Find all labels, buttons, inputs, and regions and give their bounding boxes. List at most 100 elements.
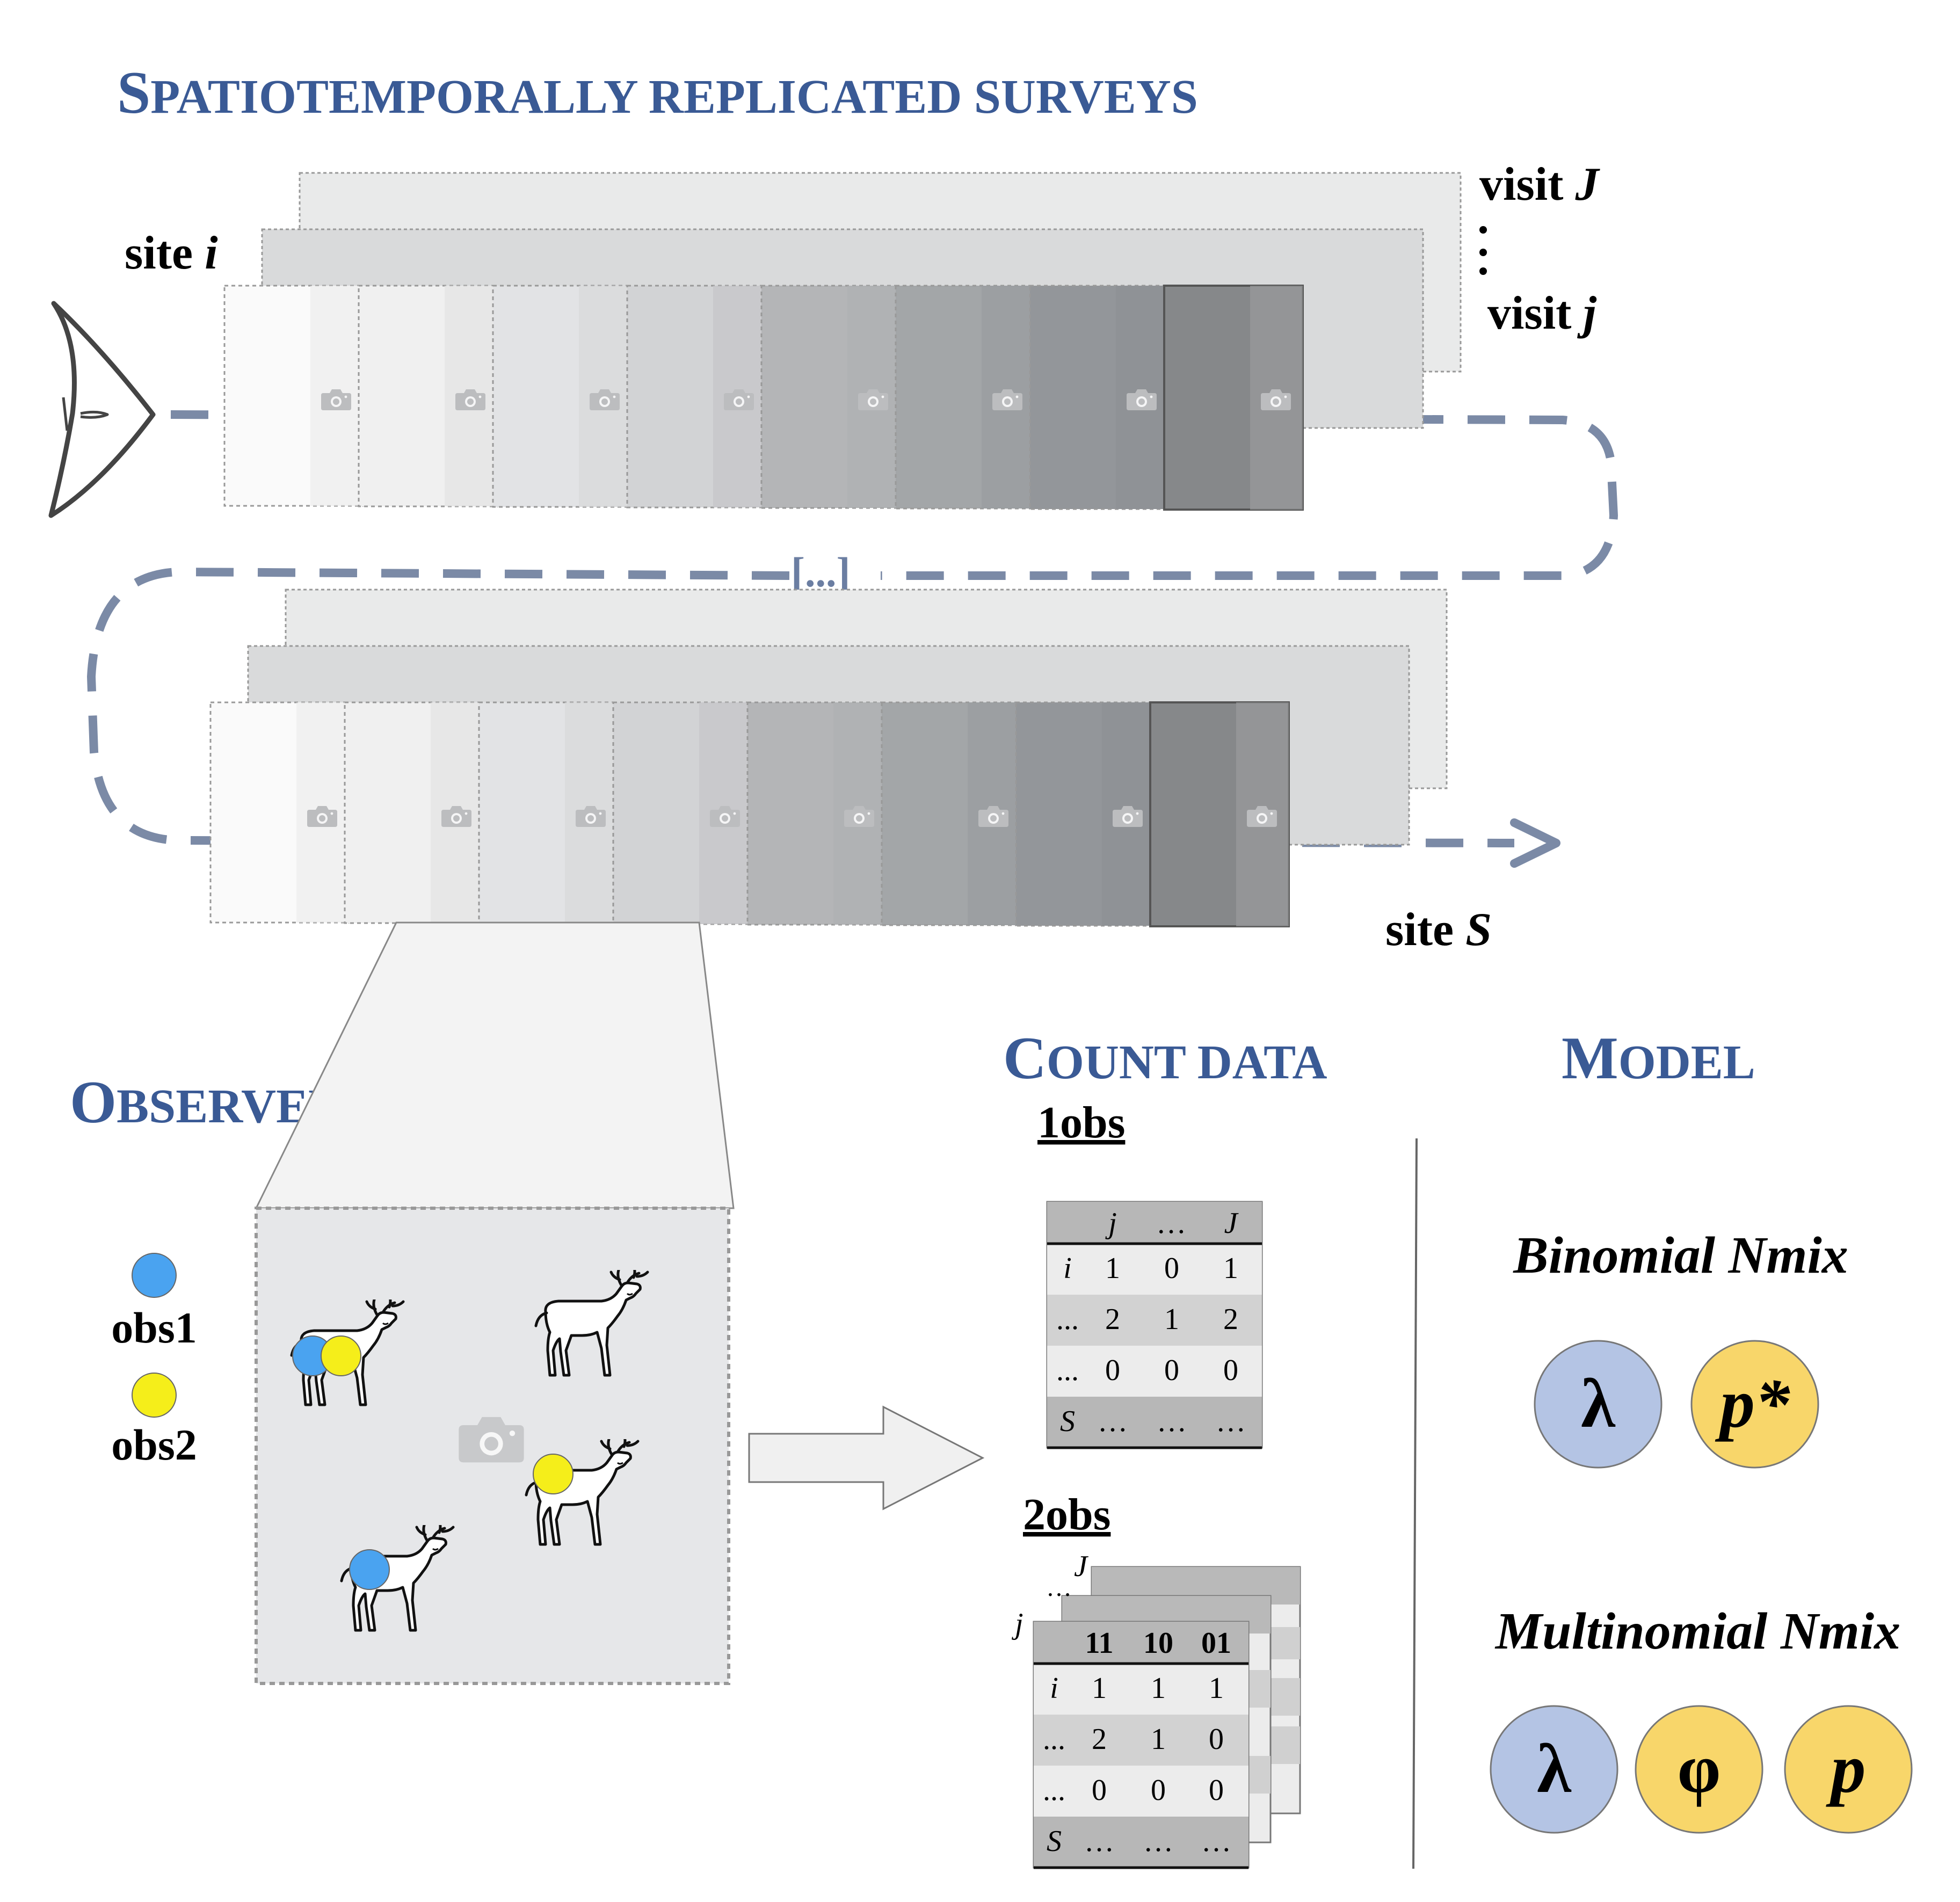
obs2-legend-dot bbox=[132, 1373, 177, 1418]
header-observer-initial: O bbox=[70, 1069, 117, 1136]
obs1-legend-dot bbox=[132, 1253, 177, 1298]
visit-J-var: J bbox=[1574, 158, 1600, 210]
table-cell: … bbox=[1143, 1825, 1173, 1858]
table-cell: 0 bbox=[1223, 1354, 1238, 1387]
path-arrowhead-icon bbox=[1510, 818, 1560, 868]
table-cell: 0 bbox=[1209, 1723, 1224, 1756]
model-param-circle bbox=[1784, 1705, 1913, 1834]
header-model-initial: M bbox=[1562, 1025, 1618, 1092]
model-param-symbol: p* bbox=[1715, 1365, 1790, 1442]
table-header-cell: … bbox=[1158, 1207, 1185, 1240]
site-i-var: i bbox=[205, 227, 218, 279]
table-cell: 0 bbox=[1164, 1354, 1179, 1387]
stack-label-j: j bbox=[1012, 1607, 1023, 1640]
header-model: MODEL bbox=[1562, 1025, 1755, 1092]
table-cell: 2 bbox=[1223, 1303, 1238, 1336]
table-cell: … bbox=[1098, 1405, 1128, 1438]
obs2-marker bbox=[533, 1454, 574, 1494]
multinomial-model-title: Multinomial Nmix bbox=[1494, 1602, 1900, 1660]
table-header-cell: 11 bbox=[1085, 1627, 1114, 1660]
table-row bbox=[1047, 1244, 1262, 1295]
table-row bbox=[1047, 1295, 1262, 1346]
header-count-rest: OUNT DATA bbox=[1047, 1036, 1327, 1089]
observation-markers bbox=[292, 1335, 574, 1590]
table-cell: ... bbox=[1043, 1774, 1065, 1807]
ellipsis-bracket: [...] bbox=[791, 549, 850, 596]
model-param-circle bbox=[1490, 1705, 1618, 1834]
one-obs-title: 1obs bbox=[1037, 1098, 1125, 1148]
section-divider bbox=[1412, 1138, 1418, 1869]
header-count-initial: C bbox=[1003, 1025, 1047, 1092]
table-row bbox=[1034, 1817, 1248, 1868]
header-model-rest: ODEL bbox=[1618, 1036, 1755, 1089]
model-param-symbol: p bbox=[1826, 1730, 1866, 1807]
table-header-cell: 01 bbox=[1201, 1627, 1231, 1660]
table-cell: 0 bbox=[1209, 1774, 1224, 1807]
table-cell: … bbox=[1084, 1825, 1114, 1858]
visit-j-label: visit j bbox=[1487, 287, 1596, 339]
table-header-bg bbox=[1047, 1202, 1262, 1244]
table-cell: 2 bbox=[1105, 1303, 1120, 1336]
stack-label-ellipsis: … bbox=[1046, 1573, 1072, 1602]
table-row bbox=[1047, 1346, 1262, 1397]
table-header-cell: 10 bbox=[1143, 1627, 1173, 1660]
obs2-label: obs2 bbox=[111, 1420, 197, 1469]
site-strips bbox=[209, 172, 1462, 927]
table-cell: 1 bbox=[1223, 1252, 1238, 1285]
binomial-params: λ p* bbox=[1534, 1340, 1819, 1469]
model-param-circle bbox=[1534, 1340, 1663, 1469]
zoom-funnel bbox=[255, 921, 735, 1209]
site-S-prefix: site bbox=[1385, 904, 1465, 956]
site-i-prefix: site bbox=[125, 227, 205, 279]
table-cell: 1 bbox=[1092, 1672, 1107, 1705]
site-S-var: S bbox=[1465, 904, 1492, 956]
obs1-marker bbox=[349, 1549, 390, 1590]
table-header-cell: J bbox=[1224, 1207, 1239, 1240]
table-cell: … bbox=[1216, 1405, 1246, 1438]
table-cell: ... bbox=[1056, 1354, 1079, 1387]
observer-legend: obs1 obs2 bbox=[111, 1253, 197, 1469]
table-cell: ... bbox=[1043, 1723, 1065, 1756]
table-cell: 1 bbox=[1164, 1303, 1179, 1336]
table-row bbox=[1034, 1766, 1248, 1817]
table-row bbox=[1034, 1715, 1248, 1766]
table-cell: i bbox=[1050, 1672, 1058, 1705]
table-cell: 2 bbox=[1092, 1723, 1107, 1756]
two-obs-title: 2obs bbox=[1023, 1490, 1110, 1540]
drone-icon bbox=[48, 301, 156, 518]
site-S-label: site S bbox=[1385, 904, 1492, 956]
table-header-cell: j bbox=[1105, 1207, 1117, 1240]
table-cell: 1 bbox=[1209, 1672, 1224, 1705]
visit-j-prefix: visit bbox=[1487, 287, 1583, 339]
model-param-symbol: λ bbox=[1537, 1730, 1572, 1807]
visit-J-prefix: visit bbox=[1479, 158, 1575, 210]
model-param-circle bbox=[1690, 1340, 1819, 1469]
table-cell: ... bbox=[1056, 1303, 1079, 1336]
table-cell: 0 bbox=[1092, 1774, 1107, 1807]
obs2-marker bbox=[321, 1335, 361, 1376]
table-cell: S bbox=[1060, 1405, 1075, 1438]
table-cell: … bbox=[1157, 1405, 1187, 1438]
table-cell: … bbox=[1201, 1825, 1231, 1858]
survey-path bbox=[86, 410, 1618, 847]
header-surveys-rest: PATIOTEMPORALLY REPLICATED SURVEYS bbox=[150, 70, 1197, 124]
table-row bbox=[1034, 1664, 1248, 1715]
visit-dots bbox=[1479, 226, 1487, 275]
table-header-bg bbox=[1034, 1622, 1248, 1664]
header-count-data: COUNT DATA bbox=[1003, 1025, 1327, 1092]
table-cell: 0 bbox=[1151, 1774, 1166, 1807]
table-cell: 0 bbox=[1164, 1252, 1179, 1285]
table-cell: 1 bbox=[1151, 1672, 1166, 1705]
table-cell: 1 bbox=[1105, 1252, 1120, 1285]
header-surveys: SPATIOTEMPORALLY REPLICATED SURVEYS bbox=[117, 60, 1198, 126]
table-cell: 1 bbox=[1151, 1723, 1166, 1756]
visit-J-label: visit J bbox=[1479, 158, 1600, 210]
obs1-label: obs1 bbox=[111, 1303, 197, 1352]
table-row bbox=[1047, 1397, 1262, 1448]
table-cell: 0 bbox=[1105, 1354, 1120, 1387]
model-param-symbol: λ bbox=[1581, 1365, 1616, 1442]
arrow-to-count-data-icon bbox=[748, 1405, 985, 1511]
